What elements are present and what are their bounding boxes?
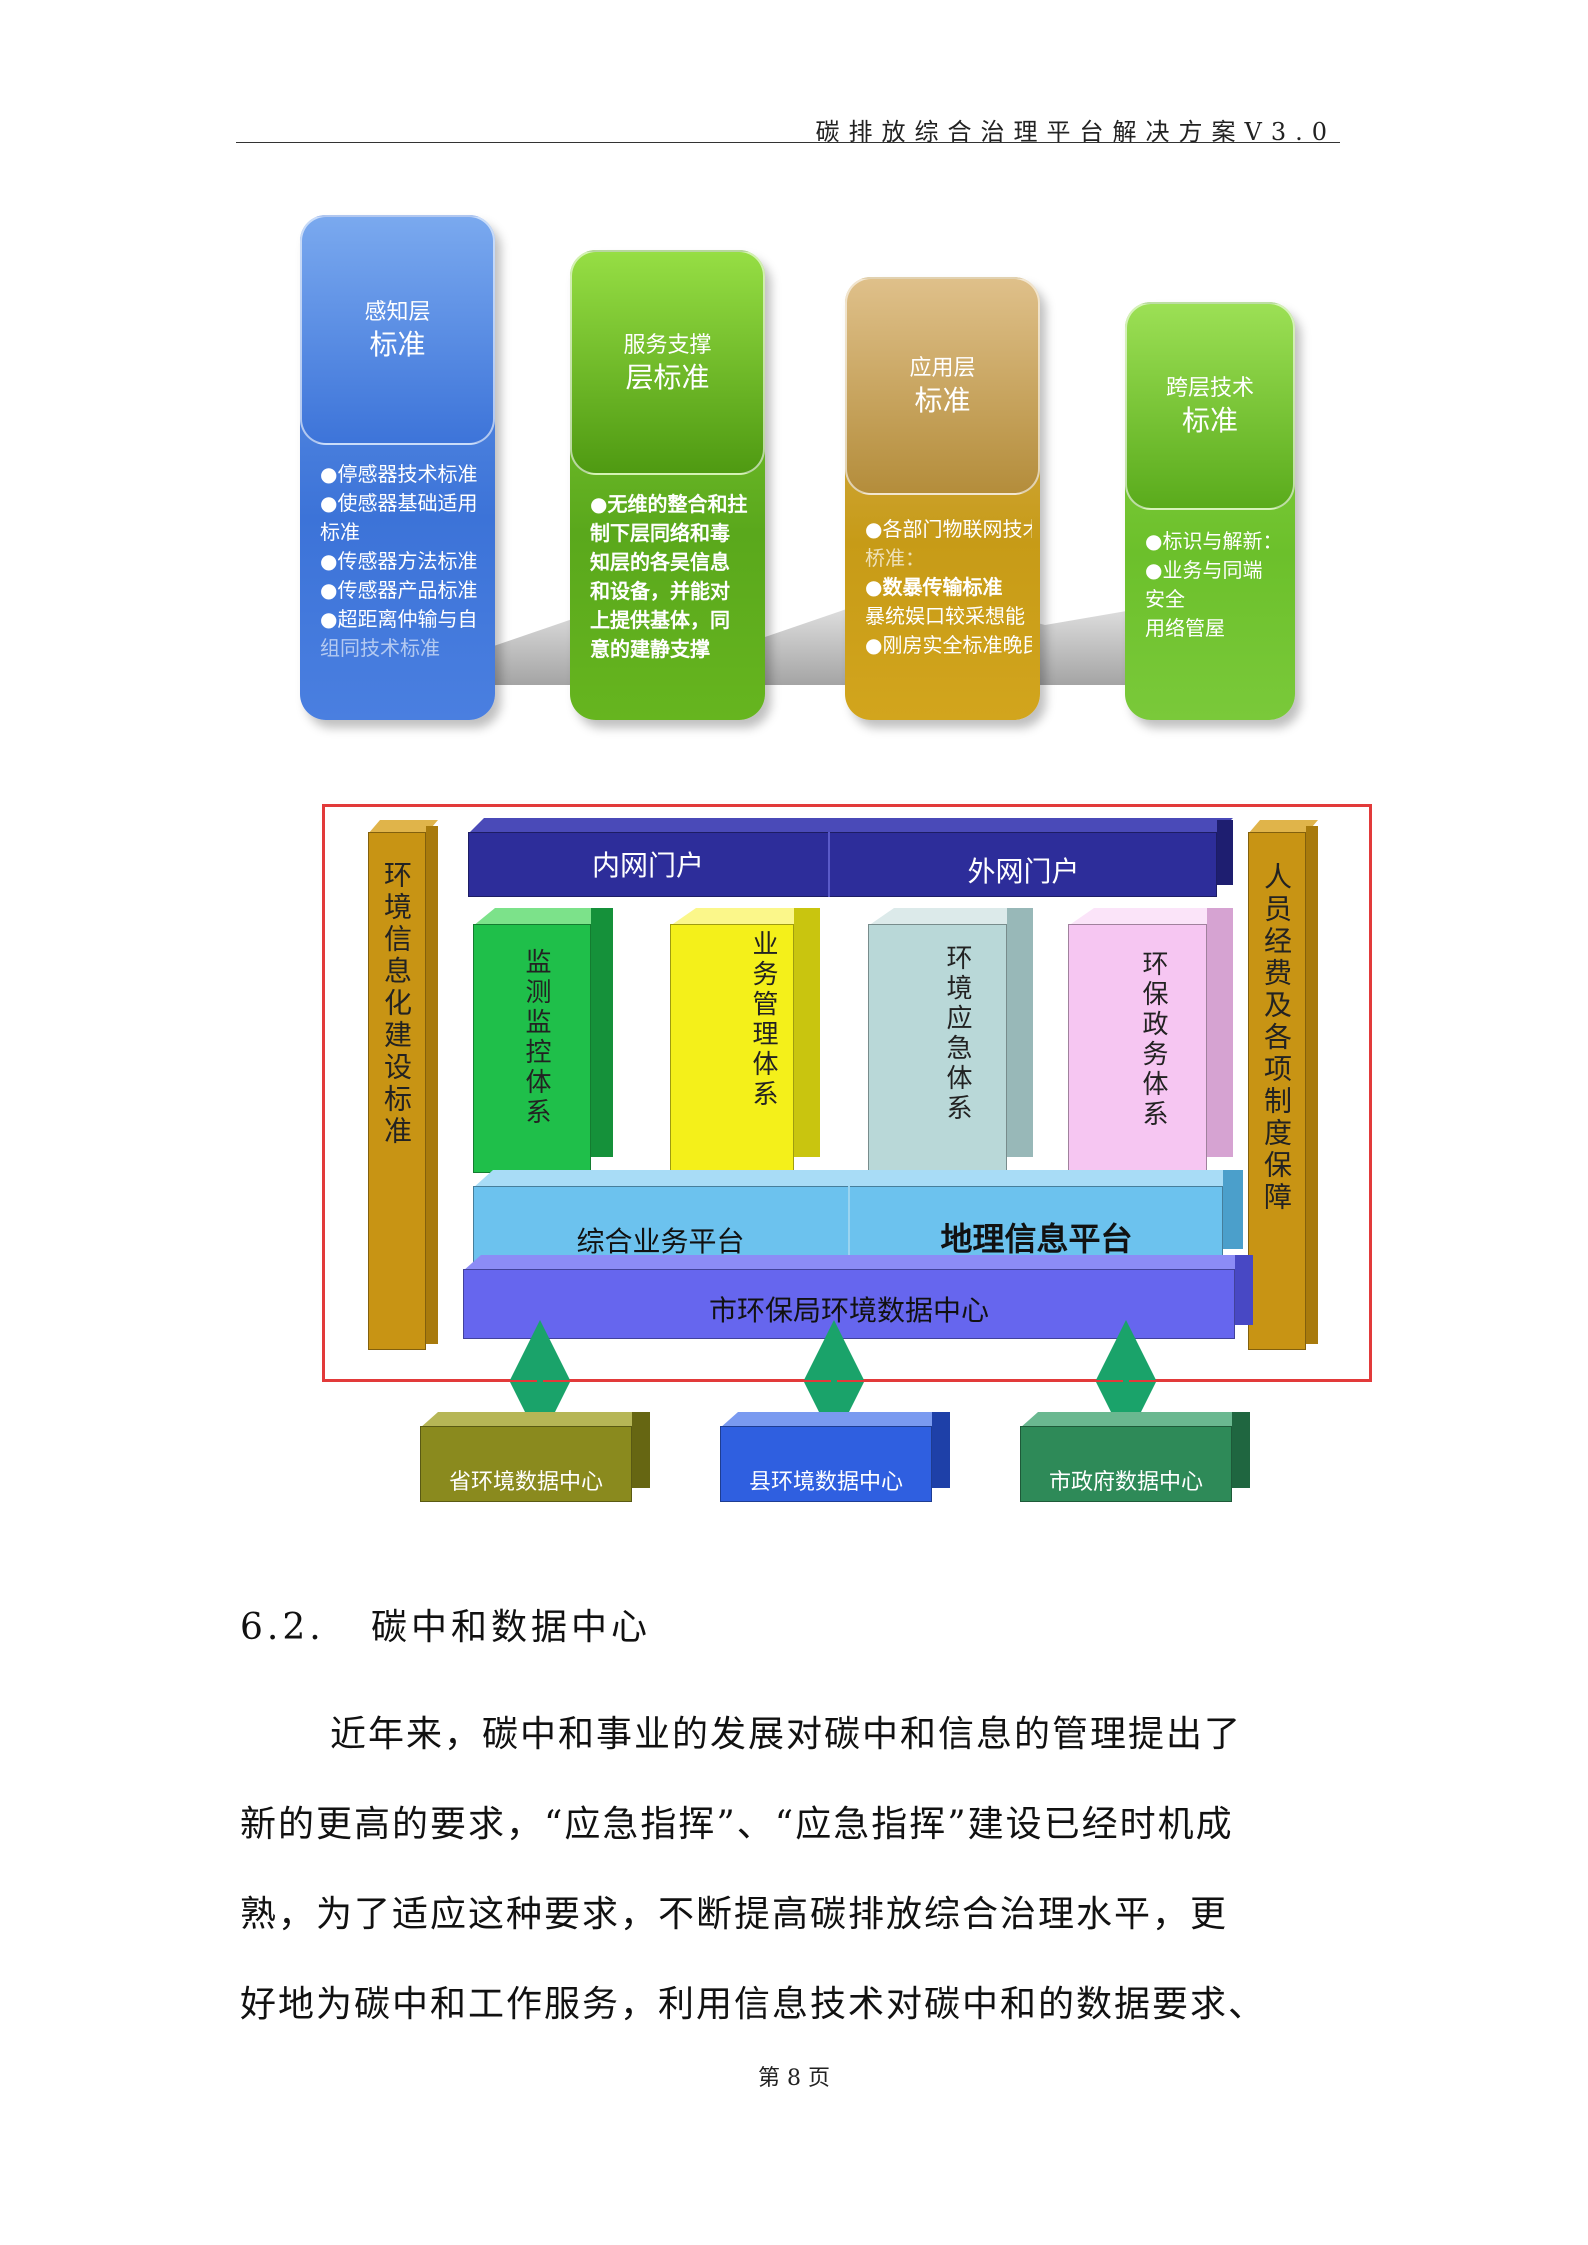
pillar-title-line1: 应用层: [909, 356, 976, 381]
architecture-diagram: 环境信息化建设标准 人员经费及各项制度保障 内网门户 外网门户 监测监控体系 业…: [318, 800, 1378, 1520]
connector-arrows: [510, 1320, 1156, 1442]
body-paragraph: 近年来，碳中和事业的发展对碳中和信息的管理提出了 新的更高的要求，“应急指挥”、…: [240, 1690, 1350, 2050]
pillar-item-list: ●各部门物联网技术 桥准： ●数暴传输标准 暴统娱口较采想能 ●刚房实全标准晚民: [865, 515, 1032, 660]
pillar-item: 标准: [320, 520, 360, 544]
portals-bar: 内网门户 外网门户: [468, 818, 1233, 903]
section-title: 碳中和数据中心: [371, 1607, 652, 1648]
pillar-item: ●使感器基础适用: [320, 491, 478, 515]
pillar-item: ●刚房实全标准晚民: [865, 633, 1032, 657]
paragraph-line: 熟，为了适应这种要求，不断提高碳排放综合治理水平，更: [240, 1894, 1229, 1935]
pillar-item: 知层的各吴信息: [590, 550, 730, 574]
integrated-business-platform-label: 综合业务平台: [576, 1225, 745, 1258]
pillar-item: ●数暴传输标准: [865, 575, 1003, 599]
pillar-item: 安全: [1145, 587, 1185, 611]
pillar-item-list: ●标识与解新： ●业务与同端 安全 用络管屋: [1145, 527, 1287, 643]
pillar-item: 用络管屋: [1145, 616, 1225, 640]
pillar-application-layer: 应用层 标准 ●各部门物联网技术 桥准： ●数暴传输标准 暴统娱口较采想能 ●刚…: [845, 277, 1040, 720]
pillar-title-line2: 标准: [914, 384, 971, 417]
geographic-info-platform-label: 地理信息平台: [940, 1220, 1133, 1258]
pillar-title-box: 应用层 标准: [845, 277, 1040, 495]
page-number: 第 8 页: [758, 2066, 830, 2091]
paragraph-line: 好地为碳中和工作服务，利用信息技术对碳中和的数据要求、: [240, 1984, 1267, 2025]
system-label: 环保政务体系: [1138, 950, 1168, 1130]
system-block-government-affairs: 环保政务体系: [1068, 908, 1233, 1173]
system-block-emergency: 环境应急体系: [868, 908, 1033, 1173]
pillar-item-list: ●停感器技术标准 ●使感器基础适用 标准 ●传感器方法标准 ●传感器产品标准 ●…: [320, 460, 487, 663]
external-center-label: 省环境数据中心: [448, 1470, 603, 1495]
system-block-business-management: 业务管理体系: [670, 908, 820, 1173]
system-block-monitoring: 监测监控体系: [473, 908, 613, 1173]
pillar-title-line2: 层标准: [625, 360, 710, 394]
section-number: 6.2.: [240, 1607, 325, 1648]
extranet-portal-label: 外网门户: [967, 855, 1080, 888]
pillar-perception-layer: 感知层 标准 ●停感器技术标准 ●使感器基础适用 标准 ●传感器方法标准 ●传感…: [300, 215, 495, 720]
standards-pillars-figure: 感知层 标准 ●停感器技术标准 ●使感器基础适用 标准 ●传感器方法标准 ●传感…: [290, 205, 1310, 730]
pillar-item-list: ●无维的整合和拄 制下层同络和毒 知层的各吴信息 和设备，并能对 上提供基体，同…: [590, 490, 757, 664]
pillar-title-line2: 标准: [1181, 404, 1238, 437]
pillar-title-line2: 标准: [369, 328, 426, 361]
right-support-column: 人员经费及各项制度保障: [1248, 820, 1318, 1350]
pillar-item: 制下层同络和毒: [590, 521, 730, 545]
pillar-item: ●各部门物联网技术: [865, 517, 1032, 541]
system-label: 环境应急体系: [942, 944, 972, 1124]
pillar-title-box: 服务支撑 层标准: [570, 250, 765, 475]
external-center-province: 省环境数据中心: [420, 1412, 650, 1502]
document-header-title: 碳排放综合治理平台解决方案V3.0: [815, 118, 1336, 146]
pillar-title-box: 跨层技术 标准: [1125, 302, 1295, 510]
pillar-item: 意的建静支撑: [590, 637, 710, 661]
header-rule: [236, 142, 1340, 143]
pillar-cross-layer: 跨层技术 标准 ●标识与解新： ●业务与同端 安全 用络管屋: [1125, 302, 1295, 720]
pillar-title-line1: 感知层: [364, 300, 431, 325]
system-label: 业务管理体系: [748, 930, 778, 1110]
pillar-item: ●传感器产品标准: [320, 578, 478, 602]
external-center-label: 县环境数据中心: [748, 1470, 903, 1495]
pillar-item: ●传感器方法标准: [320, 549, 478, 573]
system-label: 监测监控体系: [521, 948, 551, 1128]
pillar-item: 上提供基体，同: [590, 608, 730, 632]
right-column-label: 人员经费及各项制度保障: [1260, 862, 1293, 1214]
pillar-item: 组同技术标准: [320, 636, 440, 660]
pillar-title-line1: 服务支撑: [623, 332, 712, 358]
external-center-city-government: 市政府数据中心: [1020, 1412, 1250, 1502]
pillar-item: ●超距离仲输与自: [320, 607, 478, 631]
paragraph-line: 近年来，碳中和事业的发展对碳中和信息的管理提出了: [330, 1714, 1243, 1755]
pillar-title-line1: 跨层技术: [1165, 376, 1254, 401]
section-heading: 6.2. 碳中和数据中心: [240, 1598, 651, 1650]
pillar-item: 暴统娱口较采想能: [865, 604, 1025, 628]
pillar-item: ●停感器技术标准: [320, 462, 478, 486]
pillar-item: ●业务与同端: [1145, 558, 1263, 582]
external-center-label: 市政府数据中心: [1048, 1470, 1203, 1495]
left-column-label: 环境信息化建设标准: [380, 860, 413, 1148]
left-standards-column: 环境信息化建设标准: [368, 820, 438, 1350]
pillar-service-support-layer: 服务支撑 层标准 ●无维的整合和拄 制下层同络和毒 知层的各吴信息 和设备，并能…: [570, 250, 765, 720]
external-center-county: 县环境数据中心: [720, 1412, 950, 1502]
paragraph-line: 新的更高的要求，“应急指挥”、“应急指挥”建设已经时机成: [240, 1804, 1234, 1845]
pillar-title-box: 感知层 标准: [300, 215, 495, 445]
intranet-portal-label: 内网门户: [591, 849, 704, 882]
pillar-item: ●无维的整合和拄: [590, 492, 748, 516]
pillar-item: 桥准：: [865, 546, 925, 570]
pillar-item: ●标识与解新：: [1145, 529, 1283, 553]
pillar-item: 和设备，并能对: [590, 579, 730, 603]
